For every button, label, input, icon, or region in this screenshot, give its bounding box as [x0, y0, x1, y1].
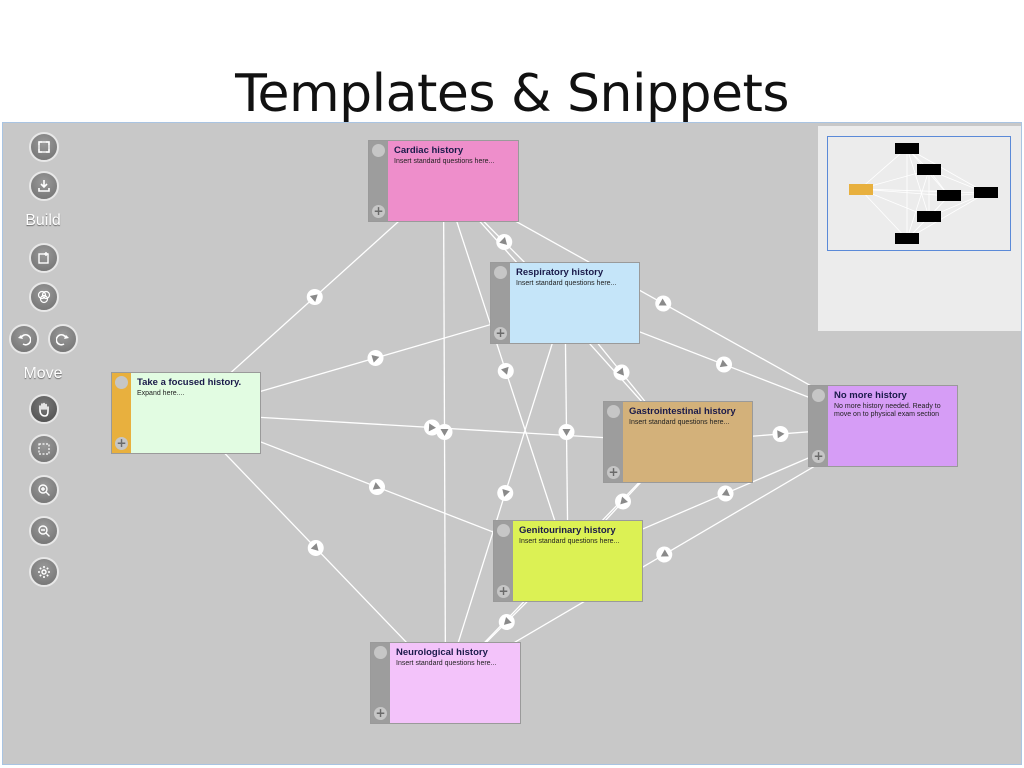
add-icon[interactable]: +	[372, 204, 385, 218]
node-handle[interactable]: +	[371, 643, 390, 723]
edge-direction-marker[interactable]	[495, 483, 515, 503]
add-icon[interactable]: +	[494, 326, 507, 340]
node-handle[interactable]: +	[491, 263, 510, 343]
download-icon	[38, 180, 50, 192]
move-icon[interactable]	[812, 389, 825, 402]
edge-direction-marker[interactable]	[653, 544, 675, 566]
fullscreen-button[interactable]	[29, 132, 59, 162]
hand-tool-button[interactable]	[29, 394, 59, 424]
add-icon[interactable]: +	[374, 706, 387, 720]
add-icon[interactable]: +	[812, 449, 825, 463]
minimap-node-neuro	[895, 233, 919, 244]
zoom-out-button[interactable]	[29, 516, 59, 546]
page-title: Templates & Snippets	[235, 64, 789, 124]
node-no-more-history[interactable]: + No more history No more history needed.…	[808, 385, 958, 467]
select-icon	[38, 443, 50, 455]
add-icon[interactable]: +	[497, 584, 510, 598]
redo-icon	[56, 334, 69, 346]
node-handle[interactable]: +	[604, 402, 623, 482]
minimap-node-focused	[849, 184, 873, 195]
gear-icon	[38, 566, 50, 578]
node-title: Take a focused history.	[137, 377, 242, 388]
edge-direction-marker[interactable]	[772, 425, 789, 442]
move-icon[interactable]	[372, 144, 385, 157]
node-description: Expand here....	[137, 390, 185, 397]
undo-button[interactable]	[9, 324, 39, 354]
node-handle[interactable]: +	[112, 373, 131, 453]
toolbar: Build Move	[3, 123, 93, 603]
node-description: No more history needed. Ready to move on…	[834, 403, 941, 418]
node-handle[interactable]: +	[494, 521, 513, 601]
minimap-viewport[interactable]	[827, 136, 1011, 251]
edge-direction-marker[interactable]	[424, 419, 441, 436]
settings-button[interactable]	[29, 557, 59, 587]
node-description: Insert standard questions here...	[396, 660, 497, 667]
add-icon[interactable]: +	[115, 436, 128, 450]
move-icon[interactable]	[497, 524, 510, 537]
merge-icon	[37, 290, 51, 304]
edge-direction-marker[interactable]	[610, 361, 633, 384]
node-title: Gastrointestinal history	[629, 406, 736, 417]
edge-direction-marker[interactable]	[303, 286, 326, 309]
edge-direction-marker[interactable]	[715, 483, 736, 504]
download-button[interactable]	[29, 171, 59, 201]
node-title: No more history	[834, 390, 907, 401]
zoom-in-button[interactable]	[29, 475, 59, 505]
edge-direction-marker[interactable]	[496, 361, 516, 381]
edge-direction-marker[interactable]	[612, 490, 635, 513]
undo-icon	[18, 334, 31, 346]
edge-direction-marker[interactable]	[495, 611, 518, 634]
select-tool-button[interactable]	[29, 434, 59, 464]
minimap-node-genito	[917, 211, 941, 222]
node-description: Insert standard questions here...	[629, 419, 730, 426]
move-icon[interactable]	[607, 405, 620, 418]
edge-direction-marker[interactable]	[436, 424, 453, 440]
minimap-node-nomore	[974, 187, 998, 198]
move-label: Move	[23, 365, 63, 382]
node-title: Genitourinary history	[519, 525, 616, 536]
merge-button[interactable]	[29, 282, 59, 312]
minimap-node-gastro	[937, 190, 961, 201]
node-description: Insert standard questions here...	[516, 280, 617, 287]
move-icon[interactable]	[494, 266, 507, 279]
edge-direction-marker[interactable]	[714, 354, 735, 375]
minimap-node-cardiac	[895, 143, 919, 154]
map-canvas[interactable]: Build Move + Cardiac hist	[2, 122, 1022, 765]
move-icon[interactable]	[374, 646, 387, 659]
zoom-in-icon	[38, 484, 50, 496]
node-title: Respiratory history	[516, 267, 604, 278]
node-handle[interactable]: +	[809, 386, 828, 466]
new-node-button[interactable]	[29, 243, 59, 273]
overview-minimap[interactable]	[818, 126, 1021, 331]
new-node-icon	[38, 252, 49, 264]
hand-icon	[39, 402, 49, 417]
move-icon[interactable]	[115, 376, 128, 389]
edge-direction-marker[interactable]	[558, 424, 575, 440]
edge-direction-marker[interactable]	[493, 231, 516, 254]
build-label: Build	[25, 212, 61, 229]
fullscreen-icon	[38, 141, 50, 153]
node-title: Neurological history	[396, 647, 488, 658]
zoom-out-icon	[38, 525, 50, 537]
edge-direction-marker[interactable]	[652, 293, 674, 315]
node-description: Insert standard questions here...	[394, 158, 495, 165]
add-icon[interactable]: +	[607, 465, 620, 479]
edge-direction-marker[interactable]	[366, 348, 386, 368]
node-title: Cardiac history	[394, 145, 464, 156]
node-description: Insert standard questions here...	[519, 538, 620, 545]
minimap-node-respiratory	[917, 164, 941, 175]
edge-direction-marker[interactable]	[304, 537, 327, 560]
edge-direction-marker[interactable]	[367, 477, 388, 498]
node-focused-history[interactable]: + Take a focused history. Expand here....	[111, 372, 261, 454]
redo-button[interactable]	[48, 324, 78, 354]
node-handle[interactable]: +	[369, 141, 388, 221]
